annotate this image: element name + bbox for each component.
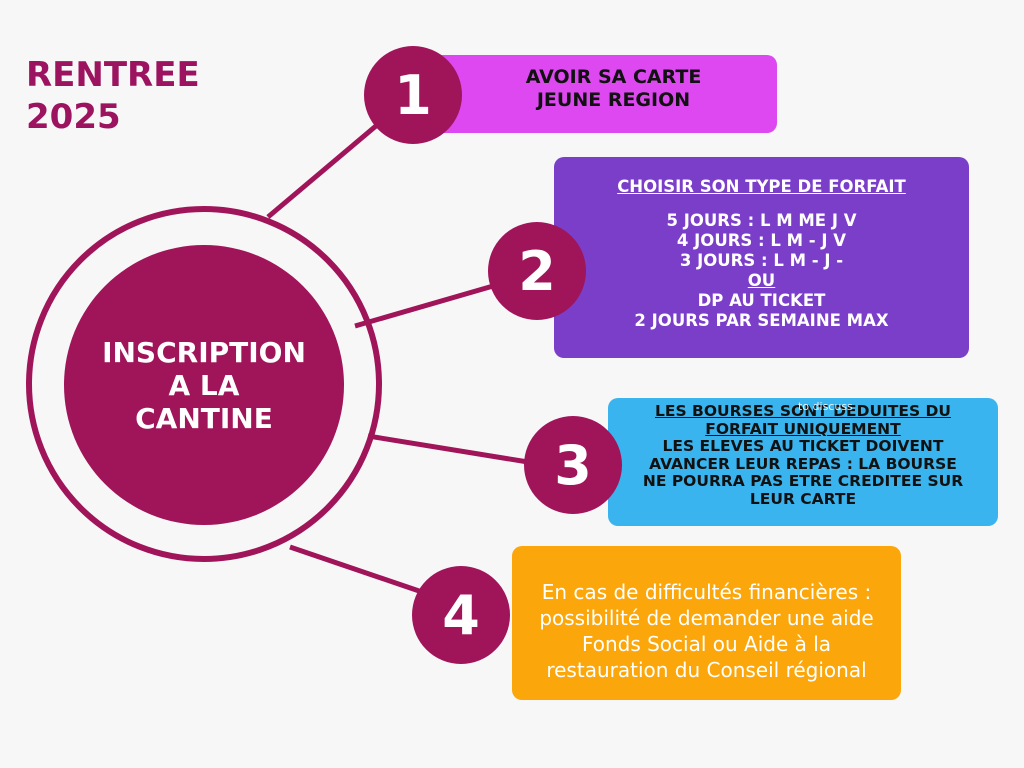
step-3-line-2: AVANCER LEUR REPAS : LA BOURSE — [649, 454, 957, 473]
step-2-line-2: 4 JOURS : L M - J V — [676, 231, 847, 250]
step-4-line-2: possibilité de demander une aide — [539, 606, 874, 630]
step-1-line-2: JEUNE REGION — [536, 89, 691, 111]
step-4-number: 4 — [442, 583, 480, 647]
step-2-line-5: 2 JOURS PAR SEMAINE MAX — [634, 311, 889, 330]
step-2-number: 2 — [518, 239, 556, 303]
step-2-badge: 2 — [488, 222, 586, 320]
title-line-1: RENTREE — [26, 55, 200, 95]
step-3-box: to discuss LES BOURSES SONT DEDUITES DU … — [608, 398, 998, 526]
step-4-line-4: restauration du Conseil régional — [546, 658, 867, 682]
step-3-line-4: LEUR CARTE — [749, 489, 857, 508]
step-4-box: En cas de difficultés financières : poss… — [512, 546, 901, 700]
step-3-badge: 3 — [524, 416, 622, 514]
step-3-line-1: LES ELEVES AU TICKET DOIVENT — [662, 437, 944, 455]
step-2-line-1: 5 JOURS : L M ME J V — [666, 211, 857, 230]
step-2-line-4: DP AU TICKET — [697, 291, 826, 310]
step-1-box: AVOIR SA CARTE JEUNE REGION — [430, 55, 777, 133]
connector-line-2 — [354, 281, 501, 329]
hub-ring — [26, 206, 382, 562]
step-3-heading-line-2: FORFAIT UNIQUEMENT — [705, 419, 901, 438]
step-1-line-1: AVOIR SA CARTE — [525, 66, 702, 88]
step-3-line-3: NE POURRA PAS ETRE CREDITEE SUR — [642, 472, 964, 490]
connector-line-4 — [289, 544, 426, 596]
step-2-heading: CHOISIR SON TYPE DE FORFAIT — [617, 177, 906, 196]
connector-line-1 — [266, 118, 385, 219]
step-2-line-3: 3 JOURS : L M - J - — [679, 251, 844, 270]
step-3-number: 3 — [554, 433, 592, 497]
step-3-heading-line-1: LES BOURSES SONT DEDUITES DU — [655, 402, 951, 420]
step-4-line-1: En cas de difficultés financières : — [541, 580, 872, 604]
step-4-badge: 4 — [412, 566, 510, 664]
step-2-or-label: OU — [747, 271, 776, 290]
title-line-2: 2025 — [26, 97, 121, 137]
hub-label: INSCRIPTION A LA CANTINE — [102, 335, 306, 435]
page-title: RENTREE 2025 — [26, 54, 200, 138]
step-1-badge: 1 — [364, 46, 462, 144]
connector-line-3 — [367, 433, 529, 465]
hub-circle: INSCRIPTION A LA CANTINE — [64, 245, 344, 525]
step-3-overlay-text: to discuss — [798, 400, 853, 413]
step-4-line-3: Fonds Social ou Aide à la — [581, 632, 832, 656]
step-2-box: CHOISIR SON TYPE DE FORFAIT 5 JOURS : L … — [554, 157, 969, 358]
step-1-number: 1 — [394, 63, 432, 127]
